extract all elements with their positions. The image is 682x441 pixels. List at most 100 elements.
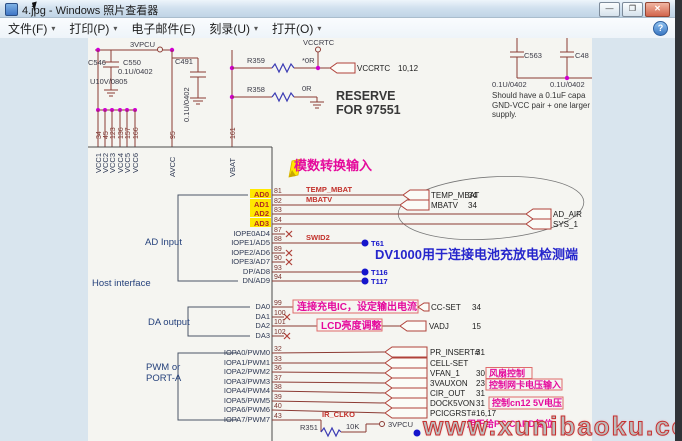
power-rail-3vpcu (95, 46, 206, 147)
port-pins: 31 (476, 399, 485, 408)
port-vccrtc-pins: 10,12 (398, 64, 419, 73)
port-pins: 34 (468, 201, 477, 210)
chevron-down-icon: ▾ (317, 23, 322, 33)
net-mbatv: MBATV (306, 195, 332, 204)
menu-print-label: 打印(P) (69, 21, 110, 36)
signal-name: IOPE1/AD5 (231, 238, 270, 247)
app-icon (5, 3, 18, 16)
pin-num: 89 (274, 246, 282, 253)
r359-ref: R359 (247, 56, 265, 65)
chevron-down-icon: ▾ (113, 23, 118, 33)
group-brackets (177, 194, 250, 421)
restore-button[interactable]: ❐ (622, 2, 643, 17)
r351-ref: R351 (300, 423, 318, 432)
port-pins: 15 (472, 322, 481, 331)
pwm-row-wires (271, 346, 564, 421)
pin-num: 161 (230, 127, 237, 139)
port-label: CC-SET (431, 303, 461, 312)
pin-num: 93 (274, 265, 282, 272)
port-label: PCICGRST# (430, 409, 476, 418)
help-icon[interactable]: ? (653, 21, 668, 36)
c488-ref: C48 (575, 51, 589, 60)
annotation-dock: 控制cn12 5V电压 (492, 397, 562, 408)
c550-value: 0.1U/0402 (118, 67, 153, 76)
port-pins: 31 (476, 348, 485, 357)
signal-name: DA0 (255, 302, 270, 311)
pin-num: 34 (96, 131, 103, 139)
annotation-nic: 控制网卡电压输入 (489, 379, 561, 390)
titlebar[interactable]: 4.jpg - Windows 照片查看器 — ❐ ✕ (0, 0, 682, 18)
r358-ref: R358 (247, 85, 265, 94)
c488-value: 0.1U/0402 (550, 80, 585, 89)
signal-name: IOPA1/PWM1 (224, 358, 270, 367)
vccrtc-circuit (229, 46, 356, 147)
port-pins: 34 (468, 191, 477, 200)
annotation-lcd-brightness: LCD亮度调整 (321, 319, 382, 332)
da-row-wires (272, 299, 430, 340)
chip-top-pins: 34 45 123 136 157 166 95 161 VCC1 VCC2 V… (94, 127, 237, 177)
window-right-edge (675, 0, 682, 441)
signal-name: IOPA3/PWM3 (224, 377, 270, 386)
menu-email-label: 电子邮件(E) (131, 21, 196, 36)
port-label: AD_AIR (553, 210, 582, 219)
reserve-note-2: FOR 97551 (336, 103, 401, 117)
port-label: CIR_OUT (430, 389, 465, 398)
c563-value: 0.1U/0402 (492, 80, 527, 89)
pin-num: 94 (274, 274, 282, 281)
signal-name: IOPE3/AD7 (231, 257, 270, 266)
pin-num: 123 (110, 127, 117, 139)
menu-open[interactable]: 打开(O) ▾ (272, 20, 321, 37)
signal-name: IOPA6/PWM6 (224, 405, 270, 414)
signal-name: IOPA7/PWM7 (224, 415, 270, 424)
group-pwm-line2: PORT-A (146, 373, 182, 384)
annotation-charge-ic: 连接充电IC，设定输出电流 (297, 300, 417, 313)
photo-schematic: 3VPCU C546 C550 0.1U/0402 U10V/0805 C491… (88, 38, 592, 441)
menu-file[interactable]: 文件(F) ▾ (8, 20, 55, 37)
r359-value: *0R (302, 56, 315, 65)
ir-clko-pullup (320, 420, 421, 438)
chip-outline (88, 146, 273, 441)
menu-email[interactable]: 电子邮件(E) (131, 20, 195, 37)
net-swid2: SWID2 (306, 233, 330, 242)
pin-name: VCC1 (94, 153, 103, 173)
minimize-button[interactable]: — (599, 2, 620, 17)
signal-name: DP/AD8 (243, 267, 270, 276)
signal-name: AD3 (254, 219, 269, 228)
menu-burn-label: 刻录(U) (209, 21, 251, 36)
signal-name: DA1 (255, 312, 270, 321)
signal-name: IOPA0/PWM0 (224, 348, 270, 357)
pin-num: 100 (274, 310, 286, 317)
pin-num: 101 (274, 319, 286, 326)
ad-port-shapes (399, 189, 552, 230)
port-pins: 31 (476, 389, 485, 398)
schematic-svg: 3VPCU C546 C550 0.1U/0402 U10V/0805 C491… (88, 38, 592, 441)
close-button[interactable]: ✕ (645, 2, 670, 17)
pin-num: 136 (118, 127, 125, 139)
pin-num: 88 (274, 236, 282, 243)
port-pins: 16,17 (476, 409, 497, 418)
annotation-battery-detect: DV1000用于连接电池充放电检测端 (375, 247, 578, 262)
signal-name: DN/AD9 (242, 276, 270, 285)
menu-print[interactable]: 打印(P) ▾ (69, 20, 117, 37)
pin-num: 84 (274, 217, 282, 224)
group-da-output: DA output (148, 317, 190, 328)
pin-num: 90 (274, 255, 282, 262)
c563-ref: C563 (524, 51, 542, 60)
decap-note-2: GND-VCC pair + one larger (492, 101, 590, 110)
pin-num: 36 (274, 365, 282, 372)
annotation-pccard: 用于给PC CARD复位 (466, 418, 553, 429)
port-pins: 34 (472, 303, 481, 312)
c550-ref: C550 (123, 58, 141, 67)
menu-burn[interactable]: 刻录(U) ▾ (209, 20, 258, 37)
pin-num: 157 (125, 127, 132, 139)
net-3vpcu-label: 3VPCU (130, 40, 155, 49)
port-pins: 30 (476, 369, 485, 378)
decap-note-1: Should have a 0.1uF capa (492, 91, 586, 100)
menu-file-label: 文件(F) (8, 21, 48, 36)
site-watermark: www.xunibaoku.com (423, 411, 682, 441)
c546-ref: C546 (88, 58, 106, 67)
testpoint-t117: T117 (371, 277, 388, 286)
pin-name: VBAT (228, 158, 237, 177)
pin-num: 37 (274, 375, 282, 382)
pin-num: 40 (274, 403, 282, 410)
